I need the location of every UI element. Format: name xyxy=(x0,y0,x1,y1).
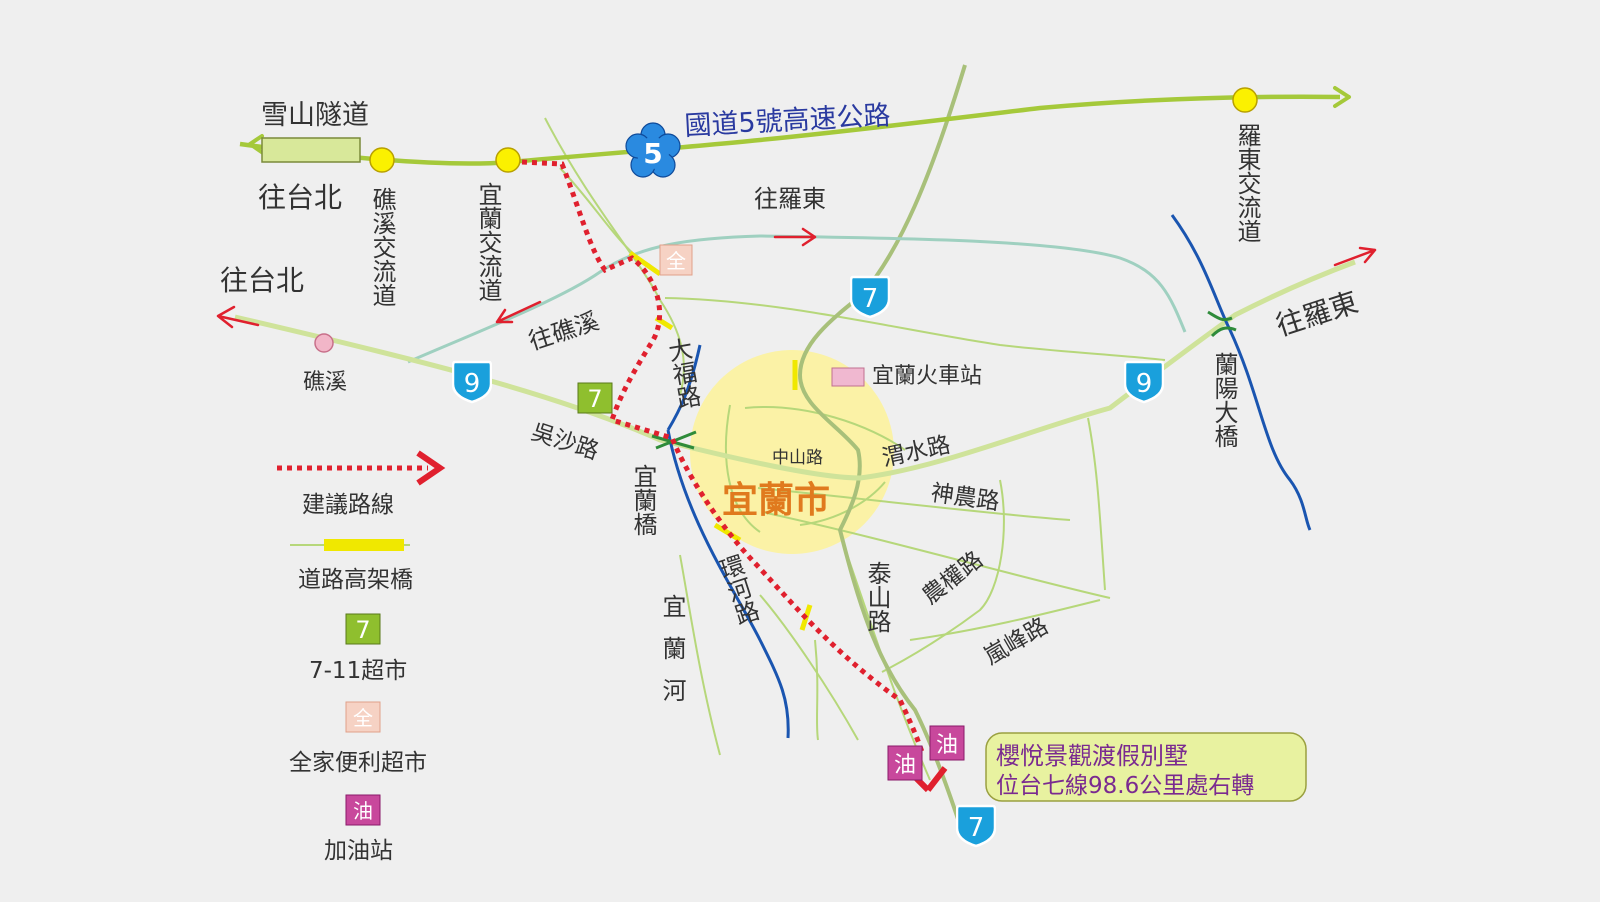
legend-overpass: 道路高架橋 xyxy=(290,539,413,593)
jiaoxi-town-marker xyxy=(314,333,334,353)
route-9-shield-west: 9 xyxy=(452,360,492,404)
yilan-bridge-label: 宜蘭橋 xyxy=(629,464,657,536)
legend-family-mart-icon-label: 全 xyxy=(353,706,373,730)
interchange-markers xyxy=(369,87,1258,173)
legend: 建議路線 道路高架橋 7 7-11超市 全 全家便利超市 油 加油站 xyxy=(277,450,446,864)
legend-seven-eleven-icon xyxy=(345,613,381,645)
yilan-river xyxy=(666,429,790,739)
to-luodong-top-label: 往羅東 xyxy=(754,185,826,213)
route-7-shield-north-number: 7 xyxy=(862,284,879,314)
zhongshan-road-label: 中山路 xyxy=(772,448,823,468)
jiaoxi-label: 礁溪 xyxy=(303,370,347,395)
legend-family-mart-label: 全家便利超市 xyxy=(289,750,427,776)
route-9-shield-east: 9 xyxy=(1124,360,1164,404)
arrow-to-luodong-right xyxy=(1333,246,1377,267)
legend-suggested-route-arrow xyxy=(416,450,446,486)
highway-5-shield: 5 xyxy=(625,122,681,178)
suggested-route xyxy=(521,159,925,753)
snow-tunnel-box xyxy=(261,137,361,163)
yilan-river-label: 宜蘭河 xyxy=(658,594,686,720)
arrow-snow-tunnel xyxy=(248,134,265,155)
route-9-shield-east-number: 9 xyxy=(1136,369,1153,399)
to-taipei-top-label: 往台北 xyxy=(258,181,342,214)
rivers xyxy=(666,214,1312,739)
legend-gas-station-icon-label: 油 xyxy=(353,799,373,823)
destination-directions: 位台七線98.6公里處右轉 xyxy=(996,773,1254,799)
route-7-shield-south: 7 xyxy=(956,804,996,848)
overpasses xyxy=(628,250,813,631)
destination-callout: 櫻悅景觀渡假別墅 位台七線98.6公里處右轉 xyxy=(985,732,1307,802)
teal-road xyxy=(407,234,1187,364)
to-taipei-left-label: 往台北 xyxy=(220,264,304,297)
yilan-interchange-marker xyxy=(495,147,521,173)
legend-family-mart-icon xyxy=(345,701,381,733)
destination-name: 櫻悅景觀渡假別墅 xyxy=(996,742,1188,770)
yilan-interchange-label: 宜蘭交流道 xyxy=(474,182,502,302)
route-7-road xyxy=(797,64,967,826)
gas-station-1-label: 油 xyxy=(894,753,916,778)
direction-arrows xyxy=(216,86,1377,329)
destination-box xyxy=(985,732,1307,802)
legend-seven-eleven-icon-label: 7 xyxy=(355,616,370,644)
legend-suggested-route-label: 建議路線 xyxy=(302,492,394,518)
route-7-shield-south-number: 7 xyxy=(968,813,985,843)
family-mart-store: 全 xyxy=(659,244,693,276)
city-center-area xyxy=(690,350,894,554)
train-station-label: 宜蘭火車站 xyxy=(872,364,982,389)
seven-eleven-store: 7 xyxy=(577,382,613,414)
train-station-icon xyxy=(831,367,865,387)
luodong-interchange-label: 羅東交流道 xyxy=(1233,123,1261,243)
lanyang-bridge-label: 蘭陽大橋 xyxy=(1210,352,1238,448)
seven-eleven-store-label: 7 xyxy=(587,385,602,413)
gas-station-2: 油 xyxy=(929,725,965,761)
taishan-road-label: 泰山路 xyxy=(863,561,891,633)
legend-seven-eleven-label: 7-11超市 xyxy=(309,658,407,684)
legend-suggested-route: 建議路線 xyxy=(277,450,446,518)
legend-gas-station-label: 加油站 xyxy=(324,838,393,864)
legend-seven-eleven: 7 7-11超市 xyxy=(309,613,407,684)
legend-gas-station-icon xyxy=(345,794,381,826)
arrow-luodong-top xyxy=(1333,86,1351,108)
jiaoxi-interchange-label: 礁溪交流道 xyxy=(368,187,396,307)
legend-overpass-label: 道路高架橋 xyxy=(298,567,413,593)
luodong-interchange-marker xyxy=(1232,87,1258,113)
jiaoxi-interchange-marker xyxy=(369,147,395,173)
route-9-road xyxy=(234,259,1356,481)
route-9-shield-west-number: 9 xyxy=(464,369,481,399)
arrow-to-jiaoxi xyxy=(495,300,542,324)
gas-station-2-label: 油 xyxy=(936,733,958,758)
legend-gas-station: 油 加油站 xyxy=(324,794,393,864)
legend-overpass-bar xyxy=(324,539,404,551)
city-label: 宜蘭市 xyxy=(722,480,830,521)
arrow-to-taipei-left xyxy=(216,305,260,329)
legend-family-mart: 全 全家便利超市 xyxy=(289,701,427,776)
highway-5-road xyxy=(239,94,1341,166)
arrow-to-luodong-mid xyxy=(773,227,817,247)
gas-station-1: 油 xyxy=(887,745,923,781)
route-7-shield-north: 7 xyxy=(850,275,890,319)
highway-5-shield-number: 5 xyxy=(643,137,662,170)
family-mart-store-label: 全 xyxy=(666,249,686,273)
snow-tunnel-label: 雪山隧道 xyxy=(261,100,369,131)
